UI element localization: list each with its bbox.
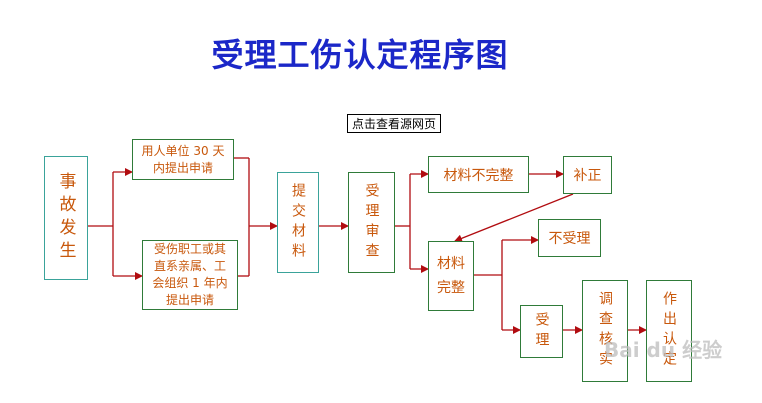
- accepted-box: 受理: [520, 305, 563, 358]
- view-source-button[interactable]: 点击查看源网页: [347, 114, 441, 133]
- arrow-supplement-to-complete: [454, 193, 574, 243]
- supplement-box: 补正: [563, 156, 612, 194]
- watermark: Bai du 经验: [604, 338, 723, 362]
- investigate-box: 调查核实: [582, 280, 628, 382]
- incomplete-materials-box: 材料不完整: [428, 156, 529, 193]
- decision-box: 作出认定: [646, 280, 692, 382]
- review-box: 受理审查: [348, 172, 395, 273]
- accident-box: 事故发生: [44, 156, 88, 280]
- employer-apply-box: 用人单位 30 天内提出申请: [132, 139, 234, 180]
- complete-materials-box: 材料完整: [428, 241, 474, 311]
- worker-apply-box: 受伤职工或其直系亲属、工会组织 1 年内提出申请: [142, 240, 238, 310]
- submit-materials-box: 提交材料: [277, 172, 319, 273]
- page-title: 受理工伤认定程序图: [211, 36, 509, 74]
- not-accepted-box: 不受理: [538, 219, 601, 257]
